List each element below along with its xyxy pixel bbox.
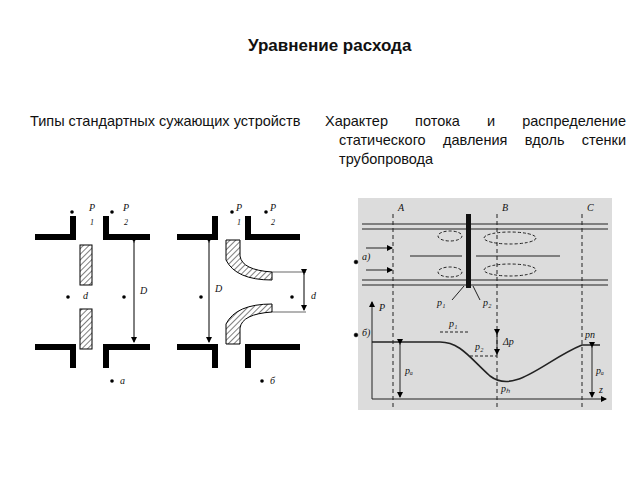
subfigure-label: а) (361, 252, 371, 262)
slide-title: Уравнение расхода (248, 37, 411, 54)
pressure-label: pₐ (595, 366, 605, 376)
figure-letter: а (120, 376, 125, 386)
pressure-label: p₂ (474, 342, 484, 352)
dimension-label: D (215, 284, 222, 294)
pressure-label: P (270, 203, 276, 213)
section-label: B (501, 203, 509, 213)
nozzle-figure (177, 210, 306, 383)
pressure-label: pₕ (500, 384, 511, 394)
index-label: 2 (124, 219, 128, 227)
pressure-label: p₂ (482, 298, 492, 308)
pressure-label: pп (584, 330, 596, 340)
section-label: C (586, 203, 595, 213)
figure-letter: б (270, 376, 275, 386)
pressure-label: Δp (502, 337, 515, 347)
dimension-label: D (140, 286, 147, 296)
subfigure-label: б) (361, 328, 371, 338)
section-heading: Типы стандартных сужающих устройств (30, 112, 313, 131)
axis-label: z (598, 385, 604, 395)
index-label: 2 (271, 219, 275, 227)
index-label: 1 (90, 219, 94, 227)
pressure-label: p₁ (436, 298, 446, 308)
orifice-figure (35, 210, 150, 383)
section-heading: Характер потока и распределение статичес… (325, 112, 626, 169)
dimension-label: d (311, 291, 316, 301)
pressure-label: P (123, 203, 129, 213)
axis-label: P (378, 303, 386, 313)
pressure-label: pₐ (404, 366, 414, 376)
flow-pressure-figure (354, 198, 612, 410)
dimension-label: d (83, 291, 88, 301)
pressure-label: P (236, 203, 242, 213)
section-label: A (397, 203, 405, 213)
index-label: 1 (237, 219, 241, 227)
pressure-label: P (89, 203, 95, 213)
pressure-label: p₁ (448, 319, 458, 329)
